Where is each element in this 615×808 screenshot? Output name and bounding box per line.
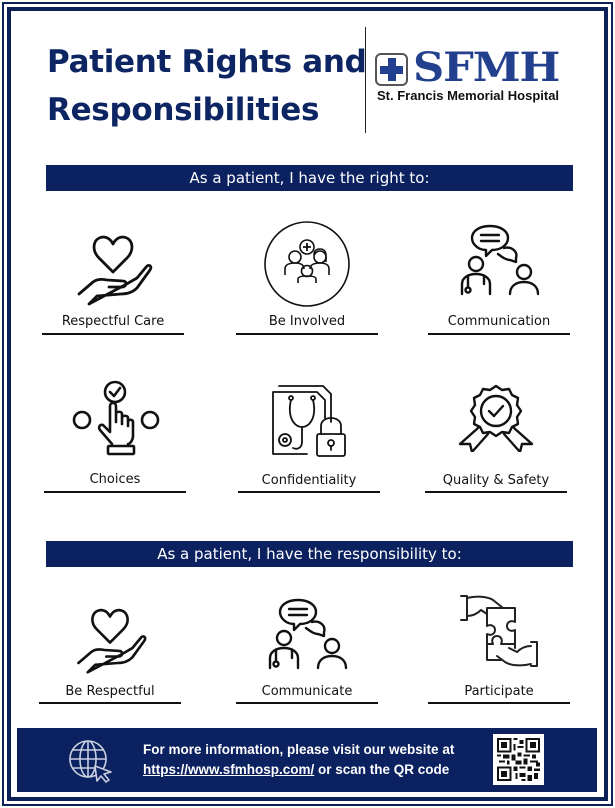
hospital-logo: SFMH St. Francis Memorial Hospital <box>375 44 580 106</box>
footer-line-1: For more information, please visit our w… <box>143 742 455 757</box>
inner-border <box>7 7 608 801</box>
footer-line-2-suffix: or scan the QR code <box>314 762 450 777</box>
globe-cursor-icon <box>69 740 112 783</box>
right-label: Respectful Care <box>61 314 165 329</box>
doctor-patient-chat-icon <box>460 224 540 296</box>
medical-record-lock-icon <box>272 385 346 457</box>
label-underline <box>428 333 570 335</box>
doctor-patient-chat-icon <box>268 598 348 670</box>
footer-line-2: https://www.sfmhosp.com/ or scan the QR … <box>143 760 454 780</box>
responsibility-label: Participate <box>464 684 534 699</box>
right-label: Be Involved <box>268 314 346 329</box>
footer-banner: For more information, please visit our w… <box>17 728 597 792</box>
right-label: Quality & Safety <box>442 473 550 488</box>
right-label: Confidentiality <box>261 473 357 488</box>
page-title: Patient Rights and Responsibilities <box>47 38 367 134</box>
label-underline <box>236 333 378 335</box>
heart-in-hand-icon <box>77 608 147 674</box>
heart-in-hand-icon <box>77 235 153 306</box>
label-underline <box>42 333 184 335</box>
responsibility-label: Communicate <box>261 684 353 699</box>
award-badge-check-icon <box>458 384 534 452</box>
responsibilities-heading: As a patient, I have the responsibility … <box>46 541 573 567</box>
rights-heading: As a patient, I have the right to: <box>46 165 573 191</box>
label-underline <box>238 491 380 493</box>
label-underline <box>236 702 378 704</box>
responsibility-label: Be Respectful <box>65 684 155 699</box>
footer-info: For more information, please visit our w… <box>143 740 454 780</box>
label-underline <box>39 702 181 704</box>
label-underline <box>425 491 567 493</box>
qr-code-icon[interactable] <box>493 734 544 785</box>
title-line-1: Patient Rights and <box>47 44 367 80</box>
right-label: Choices <box>89 472 141 487</box>
label-underline <box>428 702 570 704</box>
website-link[interactable]: https://www.sfmhosp.com/ <box>143 762 315 777</box>
puzzle-hands-icon <box>460 595 538 667</box>
right-label: Communication <box>447 314 551 329</box>
family-group-medical-icon <box>264 221 350 307</box>
hand-select-option-icon <box>72 380 160 456</box>
logo-wordmark: SFMH <box>413 44 560 91</box>
label-underline <box>44 491 186 493</box>
title-line-2: Responsibilities <box>47 92 320 128</box>
header-divider <box>365 27 366 133</box>
medical-cross-icon <box>375 53 408 86</box>
logo-subtitle: St. Francis Memorial Hospital <box>377 88 560 103</box>
